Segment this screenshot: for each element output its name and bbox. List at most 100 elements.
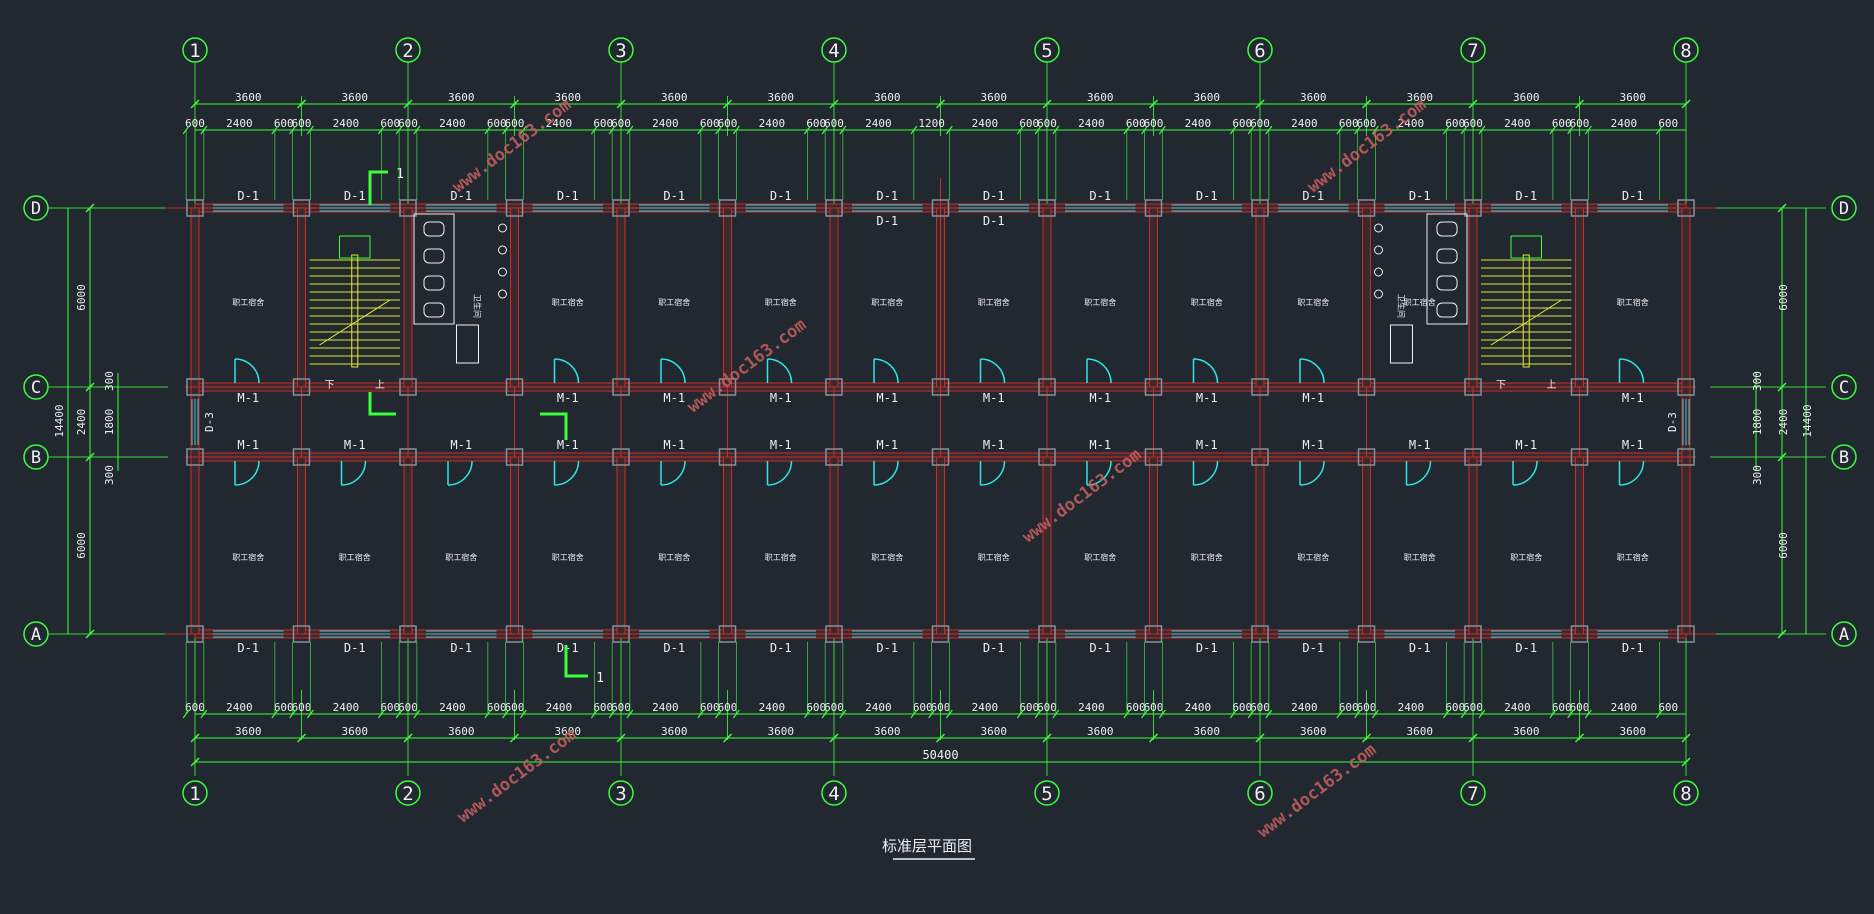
door-south [979, 460, 1006, 486]
room-label-north: 职工宿舍 [1297, 297, 1329, 307]
room-label-south: 职工宿舍 [871, 552, 903, 562]
stair-handrail [1522, 254, 1530, 368]
door-label-south: M-1 [1515, 438, 1537, 452]
dim-sub-bottom: 600 [274, 701, 294, 714]
dim-sub-top: 2400 [1078, 117, 1105, 130]
dim-tick [722, 99, 733, 109]
door-swing-arc [767, 358, 793, 384]
dim-total-width-right: 14400 [1801, 404, 1814, 437]
structural-column [1144, 199, 1163, 217]
dim-sub-top: 600 [1144, 117, 1164, 130]
dim-sub-top: 600 [380, 117, 400, 130]
partition-wall-south [723, 456, 732, 635]
window-label-north: D-1 [344, 189, 366, 203]
dim-bay-bottom: 3600 [1513, 725, 1540, 738]
dim-sub-top: 600 [1552, 117, 1572, 130]
dim-sub-bottom: 2400 [652, 701, 679, 714]
door-swing-arc [554, 358, 580, 384]
toilet-fixture [423, 275, 445, 291]
dim-sub-bottom: 600 [700, 701, 720, 714]
dim-tick [1681, 733, 1691, 743]
dim-tick [616, 99, 626, 109]
door-label-south: M-1 [237, 438, 259, 452]
structural-column [186, 448, 204, 466]
sink-fixture [498, 289, 507, 299]
dim-sub-bottom: 600 [1570, 701, 1590, 714]
structural-column [1357, 625, 1376, 643]
axis-bubble [1831, 195, 1857, 221]
toilet-fixture [1436, 275, 1458, 291]
dim-bay-top: 3600 [661, 91, 688, 104]
dim-sub-top: 600 [1037, 117, 1057, 130]
structural-column [931, 199, 950, 217]
dim-sub-bottom: 600 [913, 701, 933, 714]
window-north [213, 204, 284, 212]
dim-room-depth-north-left: 6000 [75, 284, 88, 311]
window-south [213, 630, 284, 638]
dim-tick [296, 99, 307, 109]
dim-bay-top: 3600 [768, 91, 795, 104]
dim-sub-top: 600 [1658, 117, 1678, 130]
dim-sub-top: 2400 [1504, 117, 1531, 130]
structural-column [505, 448, 524, 466]
window-north [1278, 204, 1349, 212]
door-south [553, 460, 580, 486]
door-label-north: M-1 [770, 391, 792, 405]
structural-column [825, 378, 843, 396]
structural-column [1570, 448, 1589, 466]
door-south [1086, 460, 1112, 486]
room-label-south: 职工宿舍 [552, 552, 584, 562]
end-window-label: D-3 [1666, 412, 1679, 432]
dim-sub-top: 2400 [333, 117, 360, 130]
axis-bubble [1460, 780, 1486, 806]
dim-sub-bottom: 600 [1019, 701, 1039, 714]
door-south [1405, 460, 1432, 486]
dim-sub-top: 600 [274, 117, 294, 130]
structural-column [292, 199, 311, 217]
stair-landing [339, 235, 371, 259]
mop-sink [456, 324, 479, 364]
sink-fixture [1374, 289, 1383, 299]
dim-total-width-left: 14400 [53, 404, 66, 437]
structural-column [1570, 625, 1589, 643]
axis-number-label: 5 [1041, 783, 1052, 805]
window-south [426, 630, 497, 638]
room-label-north: 职工宿舍 [658, 297, 690, 307]
toilet-west: 卫生间 [413, 213, 507, 364]
stair-down-label: 下 [1496, 380, 1506, 391]
dim-bay-bottom: 3600 [1300, 725, 1327, 738]
door-south [873, 460, 899, 486]
dim-tick [190, 757, 200, 767]
axis-bubble [395, 780, 421, 806]
dim-sub-bottom: 600 [185, 701, 205, 714]
structural-column [718, 625, 737, 643]
window-north [1065, 204, 1136, 212]
dim-tick [1468, 733, 1478, 743]
toilet-label: 卫生间 [473, 294, 483, 318]
watermark-text: www.doc163.com [454, 725, 580, 827]
dim-tick [1574, 733, 1585, 743]
toilet-fixture [1436, 221, 1458, 237]
door-north [766, 358, 793, 384]
dim-sub-top: 2400 [1291, 117, 1318, 130]
room-label-south: 职工宿舍 [1084, 552, 1116, 562]
partition-wall-north [723, 207, 732, 388]
structural-column [612, 625, 630, 643]
door-swing-arc [873, 358, 899, 384]
door-swing-arc [1193, 460, 1219, 486]
window-south [1491, 630, 1562, 638]
structural-column [1038, 199, 1056, 217]
dim-bay-bottom: 3600 [1620, 725, 1647, 738]
dim-corridor-total-left: 2400 [75, 409, 88, 436]
dim-bay-top: 3600 [1620, 91, 1647, 104]
dim-tick [1468, 99, 1478, 109]
structural-column [1677, 448, 1695, 466]
window-south [1597, 630, 1668, 638]
axis-number-label: 6 [1254, 783, 1265, 805]
axis-number-label: 2 [402, 783, 413, 805]
door-south [766, 460, 793, 486]
dim-sub-bottom: 600 [1445, 701, 1465, 714]
dim-sub-top: 600 [593, 117, 613, 130]
dim-sub-top: 2400 [1185, 117, 1212, 130]
structural-column [612, 199, 630, 217]
